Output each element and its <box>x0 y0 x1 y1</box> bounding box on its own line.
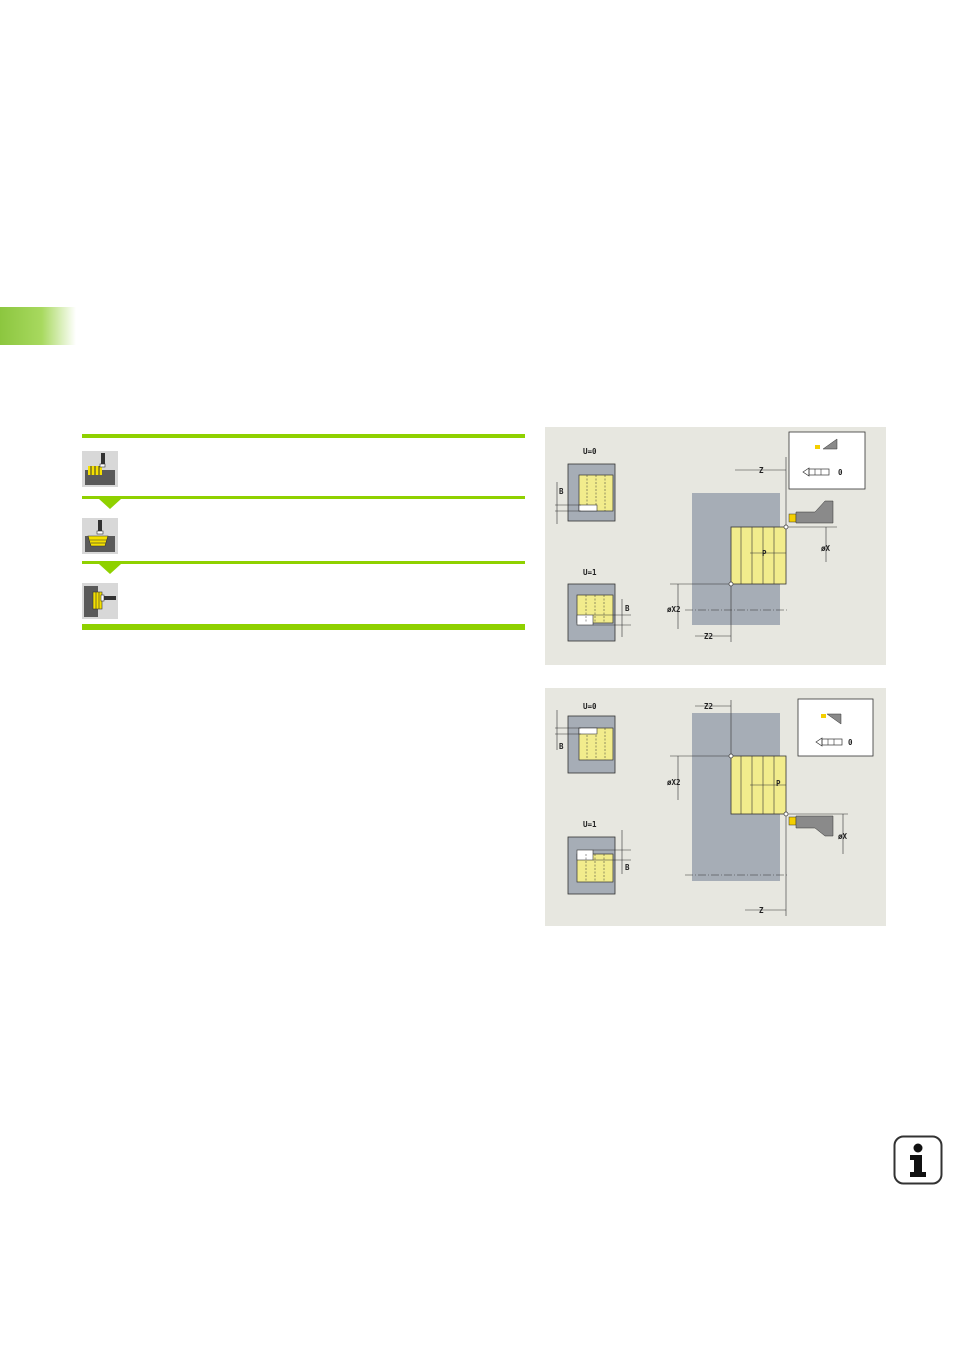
label-u1: U=1 <box>583 820 597 829</box>
menu-divider-top <box>82 434 525 438</box>
cycle-icon-grooving-pattern[interactable] <box>82 518 118 554</box>
label-b: B <box>559 742 564 751</box>
label-z: Z <box>759 906 764 915</box>
cycle-icon-grooving-contour[interactable] <box>82 451 118 487</box>
label-b: B <box>559 487 564 496</box>
label-x: øX <box>821 544 831 553</box>
label-b: B <box>625 863 630 872</box>
arrow-down-icon <box>99 564 121 574</box>
label-b: B <box>625 604 630 613</box>
arrow-down-icon <box>99 499 121 509</box>
label-z2: Z2 <box>704 702 713 711</box>
label-p: P <box>762 549 767 558</box>
figure-internal-grooving: U=0 B U=1 B Z2 <box>545 688 886 926</box>
label-u0: U=0 <box>583 447 597 456</box>
chapter-tab <box>0 307 76 345</box>
tool-orientation: 0 <box>838 468 843 477</box>
label-x2: øX2 <box>667 778 681 787</box>
label-x: øX <box>838 832 848 841</box>
label-u1: U=1 <box>583 568 597 577</box>
label-x2: øX2 <box>667 605 681 614</box>
label-z2: Z2 <box>704 632 713 641</box>
tool-orientation: 0 <box>848 738 853 747</box>
figure-external-grooving: U=0 B U=1 B Z <box>545 427 886 665</box>
cycle-icon-grooving-face[interactable] <box>82 583 118 619</box>
menu-divider-bottom <box>82 624 525 630</box>
menu-divider <box>82 496 525 499</box>
label-p: P <box>776 779 781 788</box>
menu-divider <box>82 561 525 564</box>
label-z: Z <box>759 466 764 475</box>
label-u0: U=0 <box>583 702 597 711</box>
cycle-menu <box>82 434 525 630</box>
info-icon <box>893 1135 943 1185</box>
